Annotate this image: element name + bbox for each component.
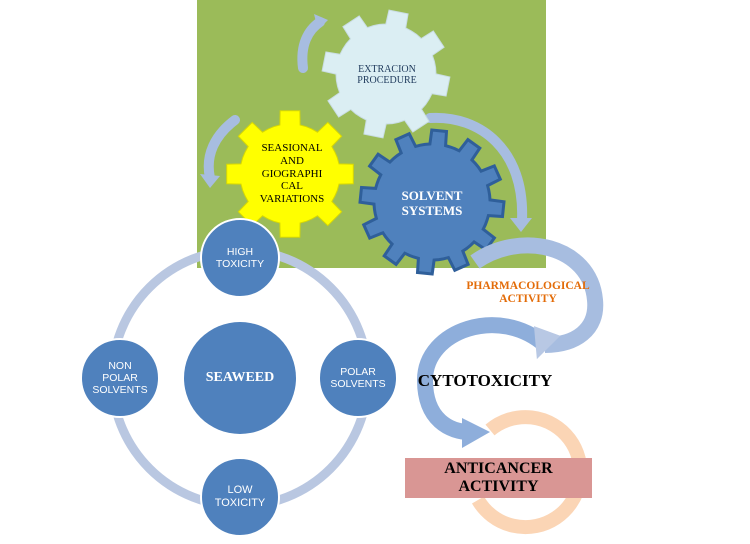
gear-cycle-arrowheads — [200, 14, 532, 232]
cytotoxicity-label: CYTOTOXICITY — [417, 371, 553, 391]
polar-solvents-label: POLAR SOLVENTS — [330, 365, 386, 390]
anticancer-label: ANTICANCER ACTIVITY — [444, 459, 553, 495]
pharmacological-ring — [470, 237, 604, 353]
gear-extraction — [321, 9, 451, 139]
cytotoxicity-arrowhead — [462, 418, 490, 448]
non-polar-solvents-label: NON POLAR SOLVENTS — [92, 359, 148, 397]
cytotoxicity-ring — [416, 317, 551, 440]
extraction-label: EXTRACION PROCEDURE — [357, 63, 417, 87]
polar-solvents-node — [318, 338, 398, 418]
gear-solvent — [358, 128, 506, 276]
pharmacological-label: PHARMACOLOGICAL ACTIVITY — [466, 279, 590, 305]
seaweed-node — [184, 322, 296, 434]
low-toxicity-label: LOW TOXICITY — [214, 484, 266, 509]
solvent-label: SOLVENT SYSTEMS — [401, 188, 463, 218]
arrow-to-seasonal — [203, 115, 240, 183]
seaweed-label: SEAWEED — [205, 369, 275, 385]
arrowhead-seasonal — [200, 174, 220, 188]
pharmacological-arrowhead — [533, 326, 561, 360]
gear-seasonal — [226, 110, 354, 238]
anticancer-box — [405, 458, 592, 498]
non-polar-solvents-node — [80, 338, 160, 418]
low-toxicity-node — [200, 457, 280, 537]
seasonal-label: SEASIONAL AND GIOGRAPHI CAL VARIATIONS — [259, 142, 325, 205]
high-toxicity-label: HIGH TOXICITY — [215, 245, 265, 270]
arrowhead-solvent — [510, 218, 532, 232]
arrow-to-solvent — [425, 112, 528, 225]
arrowhead-extraction — [314, 14, 328, 30]
high-toxicity-node — [200, 218, 280, 298]
flow-arrowheads — [462, 326, 561, 448]
